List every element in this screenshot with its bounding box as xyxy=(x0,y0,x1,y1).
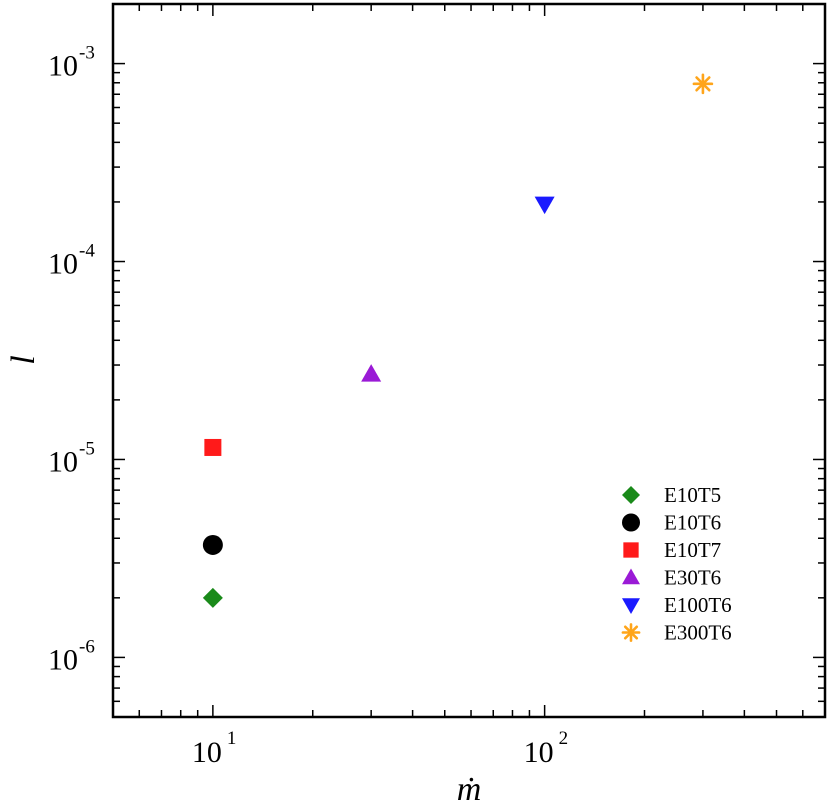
y-tick-label: 10 xyxy=(48,445,78,478)
x-tick-label: 10 xyxy=(524,736,554,769)
axis-ticks xyxy=(112,3,826,718)
data-points xyxy=(202,73,714,608)
y-tick-label-exponent: -4 xyxy=(79,241,95,262)
plot-area xyxy=(111,2,827,719)
data-point-e10t5 xyxy=(202,587,223,608)
legend-marker-e300t6 xyxy=(621,623,641,642)
y-tick-label: 10 xyxy=(48,248,78,281)
y-tick-labels: 10-610-510-410-3 xyxy=(48,43,95,677)
x-tick-label-exponent: 2 xyxy=(559,728,569,749)
legend-label-e300t6: E300T6 xyxy=(664,621,732,645)
legend-label-e30t6: E30T6 xyxy=(664,566,721,590)
x-tick-label-exponent: 1 xyxy=(227,728,237,749)
y-tick-label-exponent: -3 xyxy=(79,43,95,64)
star-marker-stroke xyxy=(623,625,639,640)
legend-label-e10t7: E10T7 xyxy=(664,538,721,562)
star-marker-stroke xyxy=(695,76,711,92)
y-axis-label: l xyxy=(5,355,42,364)
legend-label-e10t6: E10T6 xyxy=(664,511,721,535)
legend-marker-e100t6 xyxy=(622,598,640,614)
x-axis-label: ṁ xyxy=(457,771,482,808)
legend-marker-e10t7 xyxy=(623,542,639,558)
legend-label-e100t6: E100T6 xyxy=(664,593,732,617)
y-tick-label: 10 xyxy=(48,643,78,676)
data-point-e10t7 xyxy=(204,438,222,456)
legend-marker-e30t6 xyxy=(622,568,640,585)
data-point-e300t6 xyxy=(692,73,714,95)
data-point-e30t6 xyxy=(361,364,382,382)
y-tick-label-exponent: -5 xyxy=(79,438,95,459)
y-tick-label-exponent: -6 xyxy=(79,636,95,657)
y-tick-label: 10 xyxy=(48,50,78,83)
legend-label-e10t5: E10T5 xyxy=(664,483,721,507)
legend-marker-e10t6 xyxy=(622,513,640,532)
data-point-e100t6 xyxy=(534,196,555,215)
legend-marker-e10t5 xyxy=(622,486,640,504)
x-tick-label: 10 xyxy=(192,736,222,769)
data-point-e10t6 xyxy=(202,534,223,555)
